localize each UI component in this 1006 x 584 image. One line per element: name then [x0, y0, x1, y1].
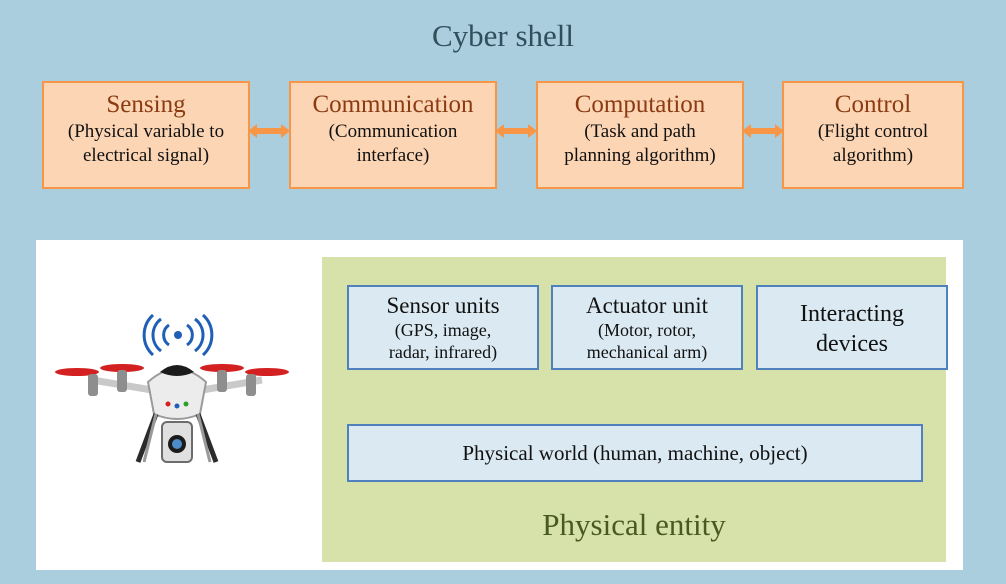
physical-entity-title: Physical entity [542, 507, 726, 542]
actuator-unit-description-line2: mechanical arm) [586, 342, 708, 362]
communication-description-line1: (Communication [328, 121, 458, 142]
drone-icon [55, 313, 289, 463]
control-box: Control (Flight control algorithm) [782, 81, 964, 189]
interacting-devices-box: Interacting devices [756, 285, 948, 370]
physical-world-box: Physical world (human, machine, object) [347, 424, 923, 482]
sensor-units-title: Sensor units [386, 293, 500, 318]
interacting-devices-title-line1: Interacting [800, 301, 904, 327]
communication-description-line2: interface) [356, 145, 430, 166]
control-description-line2: algorithm) [832, 145, 914, 166]
sensing-description-line2: electrical signal) [82, 145, 210, 166]
double-arrow-icon [742, 124, 784, 138]
actuator-unit-description-line1: (Motor, rotor, [597, 320, 697, 340]
control-title: Control [834, 91, 912, 118]
computation-description-line2: planning algorithm) [564, 145, 716, 166]
interacting-devices-title-line2: devices [816, 331, 888, 357]
communication-title: Communication [312, 91, 474, 118]
communication-box: Communication (Communication interface) [289, 81, 497, 189]
cyber-shell-title: Cyber shell [431, 18, 575, 53]
sensor-units-description-line2: radar, infrared) [388, 342, 498, 362]
actuator-unit-box: Actuator unit (Motor, rotor, mechanical … [551, 285, 743, 370]
sensing-description-line1: (Physical variable to [67, 121, 225, 142]
sensor-units-description-line1: (GPS, image, [394, 320, 492, 340]
sensing-box: Sensing (Physical variable to electrical… [42, 81, 250, 189]
computation-title: Computation [574, 91, 706, 118]
computation-description-line1: (Task and path [584, 121, 696, 142]
sensing-title: Sensing [106, 91, 186, 118]
double-arrow-icon [495, 124, 537, 138]
wireless-signal-icon [142, 313, 214, 357]
double-arrow-icon [248, 124, 290, 138]
computation-box: Computation (Task and path planning algo… [536, 81, 744, 189]
sensor-units-box: Sensor units (GPS, image, radar, infrare… [347, 285, 539, 370]
control-description-line1: (Flight control [817, 121, 929, 142]
actuator-unit-title: Actuator unit [586, 293, 708, 318]
